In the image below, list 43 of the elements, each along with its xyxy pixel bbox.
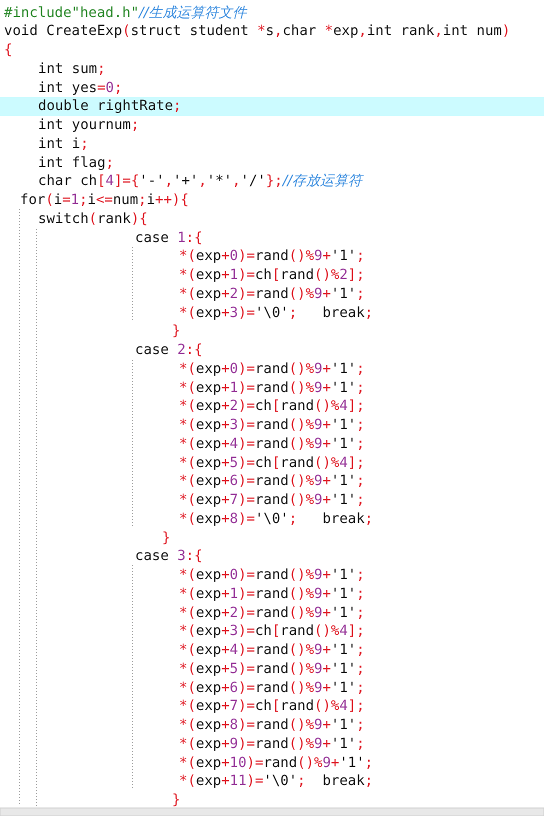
code-line: *(exp+3)=ch[rand()%4]; bbox=[179, 622, 365, 642]
code-line: *(exp+7)=rand()%9+'1'; bbox=[179, 491, 365, 510]
code-line: case 1:{ bbox=[135, 228, 202, 248]
code-line: *(exp+6)=rand()%9+'1'; bbox=[179, 472, 365, 492]
code-line: void CreateExp(struct student *s,char *exp,int rank,int num) bbox=[4, 22, 510, 42]
code-line: *(exp+2)=ch[rand()%4]; bbox=[179, 397, 365, 416]
code-line: { bbox=[4, 41, 12, 60]
code-line: *(exp+4)=rand()%9+'1'; bbox=[179, 434, 365, 454]
code-line: *(exp+4)=rand()%9+'1'; bbox=[179, 641, 365, 660]
code-line: *(exp+2)=rand()%9+'1'; bbox=[179, 604, 365, 622]
code-line: *(exp+10)=rand()%9+'1'; bbox=[179, 754, 374, 772]
code-line: char ch[4]={'-','+','*','/'};//存放运算符 bbox=[38, 172, 362, 192]
code-line: *(exp+5)=ch[rand()%4]; bbox=[179, 454, 365, 472]
code-line: *(exp+3)='\0'; break; bbox=[179, 304, 374, 322]
code-line: *(exp+6)=rand()%9+'1'; bbox=[179, 678, 365, 698]
code-line: *(exp+0)=rand()%9+'1'; bbox=[179, 247, 365, 266]
code-line: case 2:{ bbox=[135, 341, 202, 360]
code-line: #include"head.h"//生成运算符文件 bbox=[4, 4, 246, 22]
code-line: } bbox=[162, 528, 170, 548]
code-line: switch(rank){ bbox=[38, 210, 148, 229]
code-line: *(exp+0)=rand()%9+'1'; bbox=[179, 566, 365, 585]
code-line: int i; bbox=[38, 134, 89, 154]
code-line: int yes=0; bbox=[38, 78, 122, 98]
code-line: int yournum; bbox=[38, 116, 140, 135]
code-line: *(exp+9)=rand()%9+'1'; bbox=[179, 734, 365, 754]
code-line: double rightRate; bbox=[38, 97, 182, 116]
code-line: } bbox=[172, 322, 180, 342]
code-line: int flag; bbox=[38, 154, 114, 172]
code-line: *(exp+5)=rand()%9+'1'; bbox=[179, 660, 365, 679]
code-line: int sum; bbox=[38, 60, 106, 79]
code-line: *(exp+1)=ch[rand()%2]; bbox=[179, 266, 365, 285]
code-line: *(exp+8)=rand()%9+'1'; bbox=[179, 716, 365, 735]
code-line: *(exp+0)=rand()%9+'1'; bbox=[179, 360, 365, 379]
code-line: *(exp+11)='\0'; break; bbox=[179, 772, 374, 792]
code-line: } bbox=[172, 791, 180, 810]
code-line: *(exp+1)=rand()%9+'1'; bbox=[179, 584, 365, 604]
code-line: for(i=1;i<=num;i++){ bbox=[20, 191, 189, 210]
code-line: *(exp+3)=rand()%9+'1'; bbox=[179, 416, 365, 435]
code-line: *(exp+1)=rand()%9+'1'; bbox=[179, 378, 365, 398]
code-line: *(exp+2)=rand()%9+'1'; bbox=[179, 284, 365, 304]
code-line: *(exp+7)=ch[rand()%4]; bbox=[179, 697, 365, 716]
code-line: *(exp+8)='\0'; break; bbox=[179, 510, 374, 529]
code-line: case 3:{ bbox=[135, 547, 202, 566]
